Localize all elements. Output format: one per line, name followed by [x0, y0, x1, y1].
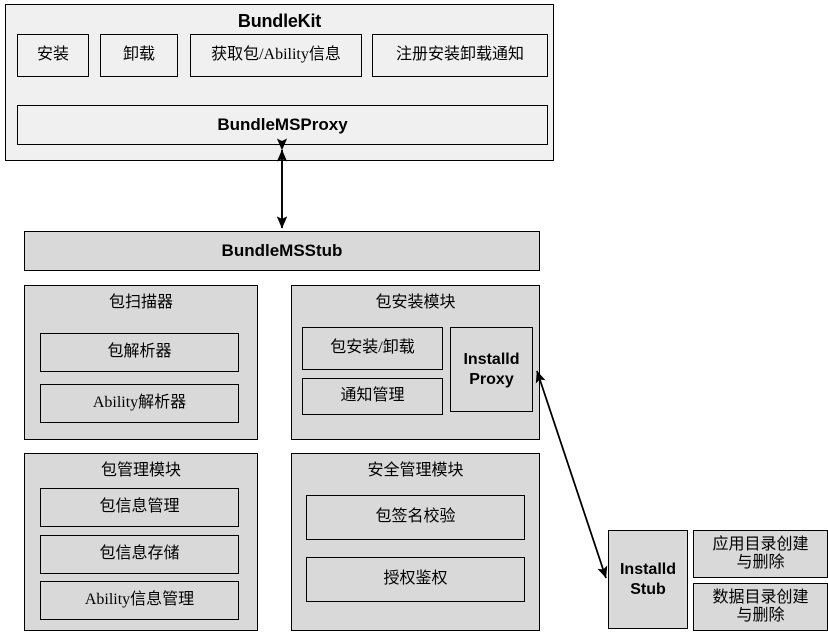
- bundlekit-button-uninstall[interactable]: 卸载: [100, 34, 178, 77]
- bundlems-proxy[interactable]: BundleMSProxy: [17, 105, 548, 145]
- ability-info-management[interactable]: Ability信息管理: [40, 581, 239, 620]
- bundlekit-button-get-bundle-ability-info[interactable]: 获取包/Ability信息: [190, 34, 362, 77]
- arrow-installd-proxy-to-stub: [536, 370, 608, 579]
- bundlekit-title: BundleKit: [237, 11, 322, 31]
- app-directory-create-delete[interactable]: 应用目录创建 与删除: [693, 530, 828, 578]
- module-security-manager: 安全管理模块: [291, 453, 540, 631]
- bundlekit-button-register-install-uninstall-notify[interactable]: 注册安装卸载通知: [372, 34, 548, 77]
- module-security-manager-title: 安全管理模块: [367, 462, 464, 479]
- package-info-storage[interactable]: 包信息存储: [40, 535, 239, 574]
- module-package-scanner-title: 包扫描器: [108, 294, 173, 311]
- authorization-authentication[interactable]: 授权鉴权: [306, 557, 525, 602]
- package-parser[interactable]: 包解析器: [40, 333, 239, 372]
- installd-proxy[interactable]: Installd Proxy: [450, 327, 533, 412]
- bundlems-stub[interactable]: BundleMSStub: [24, 231, 540, 271]
- package-info-management[interactable]: 包信息管理: [40, 488, 239, 527]
- data-directory-create-delete[interactable]: 数据目录创建 与删除: [693, 583, 828, 631]
- package-install-uninstall[interactable]: 包安装/卸载: [302, 327, 443, 370]
- bundlekit-button-install[interactable]: 安装: [17, 34, 89, 77]
- notification-management[interactable]: 通知管理: [302, 378, 443, 415]
- installd-stub[interactable]: Installd Stub: [608, 530, 688, 629]
- module-package-installer-title: 包安装模块: [375, 294, 456, 311]
- arrow-stub-to-installd-proxy: [535, 370, 607, 579]
- package-signature-verification[interactable]: 包签名校验: [306, 495, 525, 540]
- module-package-manager-title: 包管理模块: [100, 462, 181, 479]
- ability-parser[interactable]: Ability解析器: [40, 384, 239, 423]
